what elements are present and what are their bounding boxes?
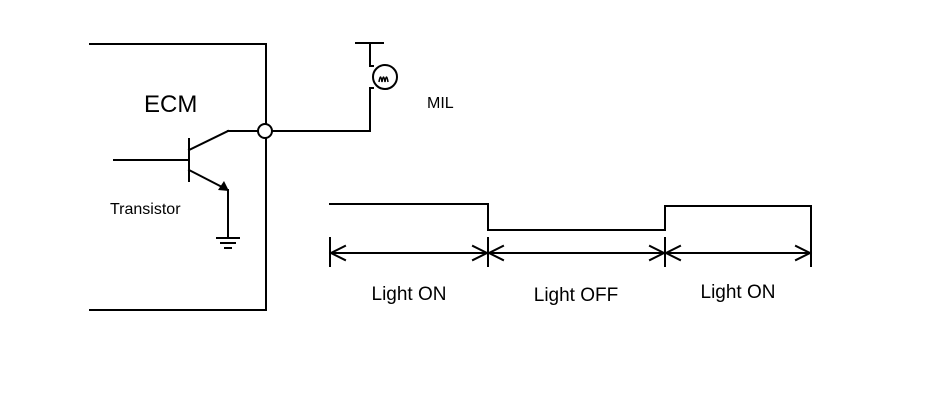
segment-1-left-head	[328, 244, 347, 262]
segment-2-label: Light OFF	[534, 285, 618, 306]
segment-3-label: Light ON	[701, 282, 776, 303]
transistor-symbol	[113, 129, 259, 237]
bulb-filament	[378, 76, 389, 83]
mil-waveform	[329, 203, 812, 231]
ecm-housing	[89, 43, 267, 311]
mil-label: MIL	[427, 95, 454, 112]
segment-3-right-head	[794, 244, 813, 262]
segment-2-left-head	[486, 244, 505, 262]
mil-wire	[271, 87, 371, 132]
bulb-envelope	[372, 64, 398, 90]
mil-bulb-icon	[355, 42, 398, 90]
emitter-arrow	[218, 181, 229, 191]
collector-lead	[187, 129, 230, 152]
transistor-label: Transistor	[110, 201, 181, 218]
emitter-lead	[187, 168, 228, 191]
ground-icon	[216, 237, 240, 249]
segment-3-left-head	[663, 244, 682, 262]
segment-1-label: Light ON	[372, 284, 447, 305]
ecm-output-terminal	[257, 123, 273, 139]
timing-dimension-arrows	[328, 244, 813, 262]
timing-boundaries	[329, 205, 812, 267]
ecm-label: ECM	[144, 91, 197, 118]
